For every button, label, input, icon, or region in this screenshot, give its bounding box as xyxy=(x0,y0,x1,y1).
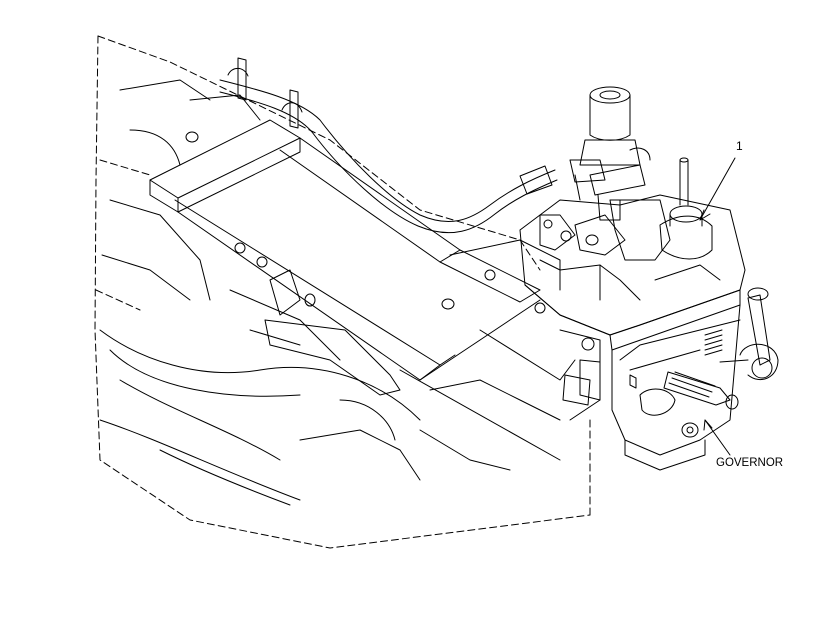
governor-lever xyxy=(720,288,778,380)
engine-block xyxy=(100,80,560,505)
injection-pump xyxy=(520,158,745,350)
callout-label-1: 1 xyxy=(736,139,743,153)
bracket-rail xyxy=(150,120,600,460)
engine-phantom-outline xyxy=(95,36,590,548)
governor-housing xyxy=(612,305,740,470)
fuel-line xyxy=(220,58,557,233)
callout-label-governor: GOVERNOR xyxy=(716,457,784,469)
pump-top-fitting xyxy=(570,87,650,220)
leader-lines xyxy=(700,158,735,455)
